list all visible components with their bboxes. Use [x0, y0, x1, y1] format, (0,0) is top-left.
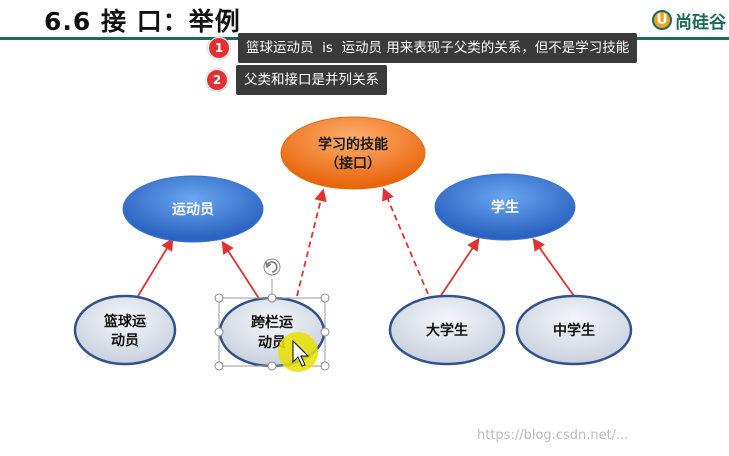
resize-handle: [267, 293, 277, 303]
interface-node-learning-skill: [280, 116, 426, 190]
resize-handle: [320, 361, 330, 371]
basketball-label-line1: 篮球运: [103, 313, 146, 330]
mouse-cursor-icon: [292, 339, 310, 367]
annotation-tip-2[interactable]: 2 父类和接口是并列关系: [206, 65, 387, 95]
hurdler-label-line1: 跨栏运: [251, 314, 293, 331]
slide-title: 6.6 接 口：举例: [44, 7, 241, 36]
tip-text: 篮球运动员 is 运动员 用来表现子父类的关系，但不是学习技能: [238, 33, 638, 63]
arrow-basketball-to-athlete: [137, 237, 174, 297]
child-node-college-student: [388, 294, 506, 366]
logo-icon: U: [652, 10, 672, 30]
athlete-label: 运动员: [172, 201, 214, 218]
child-node-basketball-player: [73, 294, 177, 366]
child-node-middle-school-student: [515, 294, 633, 366]
college-label: 大学生: [426, 322, 468, 339]
arrow-college-to-student: [439, 237, 480, 298]
dashed-arrow-hurdler-to-interface: [296, 188, 327, 297]
brand-logo: U 尚硅谷: [652, 8, 726, 33]
interface-label-line1: 学习的技能: [318, 136, 388, 153]
student-label: 学生: [491, 199, 519, 216]
arrow-middle-to-student: [532, 237, 575, 297]
selection-frame[interactable]: [214, 258, 330, 371]
resize-handle: [320, 293, 330, 303]
parent-node-student: [434, 173, 576, 241]
basketball-label-line2: 动员: [111, 332, 139, 349]
watermark: https://blog.csdn.net/...: [477, 428, 629, 443]
parent-node-athlete: [122, 175, 264, 243]
tip-number-badge: 1: [208, 37, 230, 59]
resize-handle: [214, 293, 224, 303]
tip-number-badge: 2: [206, 69, 228, 91]
middle-label: 中学生: [553, 322, 595, 339]
logo-text: 尚硅谷: [675, 12, 726, 33]
dashed-arrow-college-to-interface: [382, 187, 429, 295]
annotation-tip-1[interactable]: 1 篮球运动员 is 运动员 用来表现子父类的关系，但不是学习技能: [208, 33, 638, 63]
tip-text: 父类和接口是并列关系: [236, 65, 387, 95]
arrow-hurdler-to-athlete: [221, 240, 261, 301]
interface-label-line2: （接口）: [325, 155, 381, 172]
rotate-handle-icon: [263, 258, 281, 276]
resize-handle: [267, 361, 277, 371]
resize-handle: [214, 327, 224, 337]
resize-handle: [214, 361, 224, 371]
resize-handle: [320, 327, 330, 337]
